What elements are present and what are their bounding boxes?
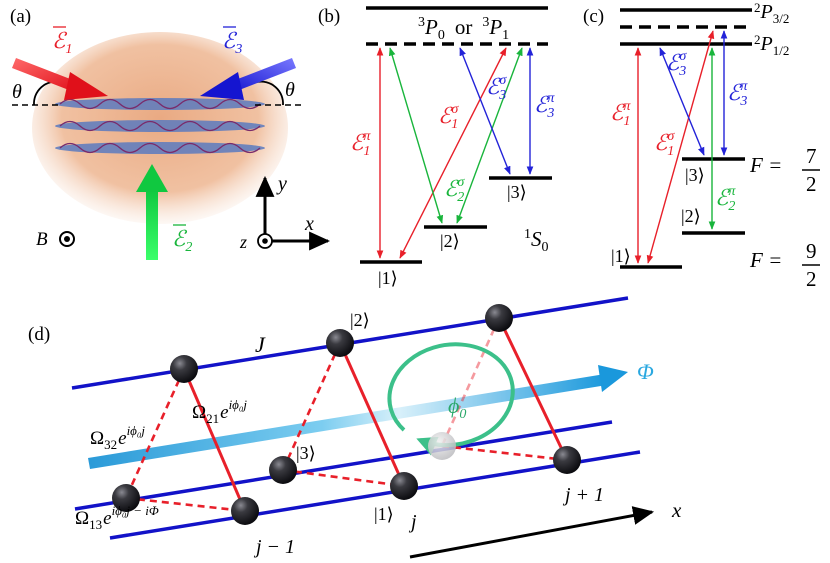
state-3-label-c: |3⟩ bbox=[685, 165, 705, 185]
f-upper-den: 2 bbox=[806, 172, 817, 196]
state-1-label-c: |1⟩ bbox=[611, 246, 631, 266]
dashed-bonds bbox=[124, 317, 568, 513]
p32-label: 2P3/2 bbox=[754, 0, 789, 26]
panel-c-label: (c) bbox=[583, 6, 604, 27]
panel-d: (d) Φ ϕ0 bbox=[28, 296, 682, 559]
field-arrow-2 bbox=[136, 164, 168, 260]
omega32-label: Ω32eiϕ₀j bbox=[90, 423, 145, 452]
transition-e2sigma-b-1 bbox=[388, 47, 444, 224]
coupling-j-label: J bbox=[255, 332, 266, 357]
bond-21-j+1 bbox=[497, 317, 569, 461]
lattice-x-axis bbox=[409, 506, 655, 559]
optical-lattice-planes bbox=[55, 98, 265, 154]
state-2-label-b: |2⟩ bbox=[440, 231, 460, 251]
f-lower-den: 2 bbox=[806, 267, 817, 291]
field-arrow-1 bbox=[12, 58, 108, 100]
ground-manifold-label: 1S0 bbox=[524, 227, 549, 255]
omega13-label: Ω13eiϕ₀j − iΦ bbox=[75, 503, 159, 532]
atom-sites bbox=[112, 304, 581, 525]
panel-a-label: (a) bbox=[10, 6, 31, 27]
panel-b-label: (b) bbox=[318, 6, 340, 27]
axis-y-label: y bbox=[276, 173, 287, 195]
field-label-1: ℰ1 bbox=[52, 28, 72, 57]
field-label-3: ℰ3 bbox=[222, 28, 242, 57]
p12-label: 2P1/2 bbox=[754, 32, 789, 58]
theta-left-label: θ bbox=[12, 81, 22, 103]
site-j-label: j bbox=[408, 511, 417, 533]
f-lower-label: F = bbox=[749, 248, 782, 272]
transition-e3sigma-c bbox=[659, 47, 705, 156]
f-lower-num: 9 bbox=[806, 239, 817, 263]
omega21-label: Ω21eiϕ₀j bbox=[192, 397, 247, 426]
transition-e3sigma-b bbox=[459, 47, 511, 175]
theta-arc-right bbox=[256, 80, 284, 106]
state-2-label-d: |2⟩ bbox=[350, 310, 370, 330]
state-3-label-b: |3⟩ bbox=[507, 182, 527, 202]
bond-21-j-1 bbox=[182, 368, 247, 512]
flux-label: Φ bbox=[637, 359, 654, 384]
state-1-label-d: |1⟩ bbox=[374, 504, 394, 524]
state-1-label-b: |1⟩ bbox=[378, 268, 398, 288]
axis-x-label: x bbox=[304, 213, 314, 235]
b-field-label: B bbox=[36, 229, 48, 250]
panel-a: (a) θ θ bbox=[10, 6, 331, 260]
bond-21-j bbox=[338, 342, 406, 487]
panel-d-label: (d) bbox=[28, 324, 50, 345]
f-upper-label: F = bbox=[749, 153, 782, 177]
site-jm1-label: j − 1 bbox=[253, 536, 295, 558]
lattice-line-bottom bbox=[109, 450, 641, 540]
lattice-x-label: x bbox=[671, 498, 682, 522]
f-upper-num: 7 bbox=[806, 144, 817, 168]
flux-arrow-head bbox=[598, 365, 628, 392]
state-3-label-d: |3⟩ bbox=[296, 443, 316, 463]
phase-phi0-label: ϕ0 bbox=[448, 393, 466, 422]
phase-loop bbox=[387, 342, 515, 456]
field-arrow-3 bbox=[200, 58, 296, 100]
panel-c: (c) 2P3/2 2P1/2 F = 7 2 F = 9 2 |1⟩ |2⟩ … bbox=[583, 0, 820, 291]
coordinate-axes bbox=[255, 175, 331, 251]
theta-right-label: θ bbox=[285, 79, 295, 101]
lattice-line-mid bbox=[74, 420, 613, 511]
axis-z-label: z bbox=[239, 232, 247, 252]
b-field-out-of-page-icon bbox=[59, 231, 75, 247]
field-label-2: ℰ2 bbox=[172, 226, 192, 255]
site-jp1-label: j + 1 bbox=[562, 484, 604, 506]
state-2-label-c: |2⟩ bbox=[681, 206, 701, 226]
